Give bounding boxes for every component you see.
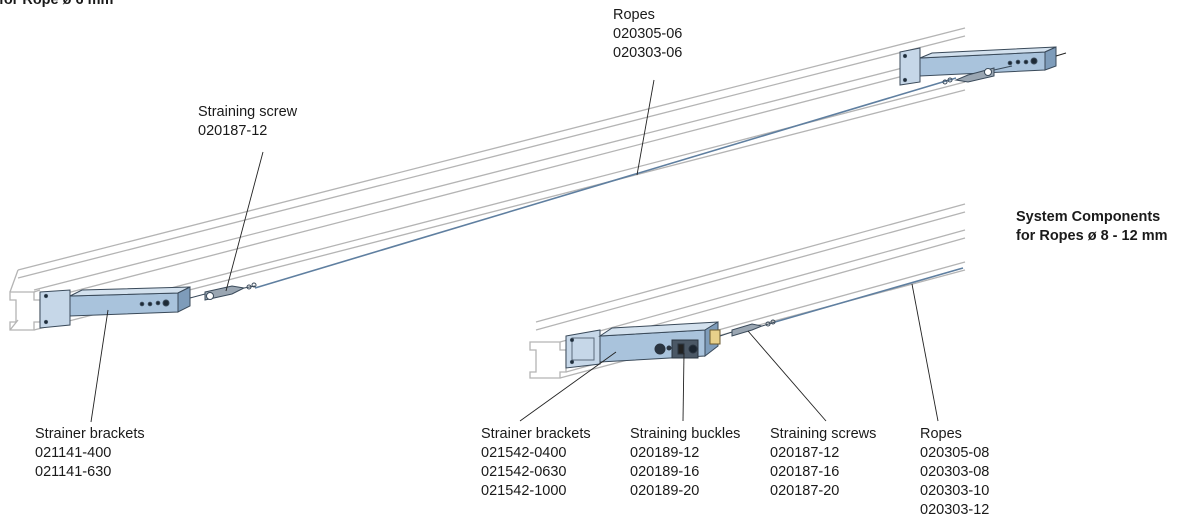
leader-straining-buckles: [682, 352, 685, 422]
part-number: 020303-12: [920, 502, 990, 518]
straining-screw-top-right: [942, 65, 1013, 85]
part-number: 020187-20: [770, 483, 840, 499]
heading-ropes-8-12mm: for Ropes ø 8 - 12 mm: [1016, 228, 1168, 244]
heading-rope-6mm: for Rope ø 6 mm: [0, 0, 114, 8]
part-number: 021141-400: [35, 445, 112, 461]
strainer-bracket-left: [39, 286, 191, 329]
upper-i-beam: [9, 27, 966, 331]
part-number: 020189-20: [630, 483, 700, 499]
straining-buckle-lower: [654, 329, 721, 359]
label-ropes-bottom: Ropes 020305-08 020303-08 020303-10 0203…: [920, 425, 989, 520]
lower-rope: [774, 267, 964, 323]
leader-lines: [90, 79, 939, 423]
part-number: 020305-06: [613, 26, 683, 42]
leader-straining-screw-top: [225, 151, 264, 292]
label-title: Straining buckles: [630, 426, 741, 442]
label-straining-screw-top: Straining screw 020187-12: [198, 103, 297, 141]
label-title: Straining screw: [198, 104, 298, 120]
label-title: Ropes: [613, 7, 655, 23]
part-number: 020187-12: [198, 123, 268, 139]
heading-system-components: System Components: [1016, 209, 1161, 225]
part-number: 020187-12: [770, 445, 840, 461]
part-number: 020189-16: [630, 464, 700, 480]
part-number: 021141-630: [35, 464, 112, 480]
part-number: 020187-16: [770, 464, 840, 480]
leader-strainer-brackets-mid: [519, 351, 617, 422]
leader-straining-screws: [747, 330, 827, 422]
label-title: Straining screws: [770, 426, 877, 442]
label-ropes-top: Ropes 020305-06 020303-06: [613, 6, 682, 63]
upper-rope: [254, 77, 957, 289]
label-strainer-brackets-left: Strainer brackets 021141-400 021141-630: [35, 425, 145, 482]
straining-screw-lower: [719, 319, 776, 337]
part-number: 020303-08: [920, 464, 990, 480]
leader-ropes-bottom: [911, 283, 939, 422]
strainer-bracket-top-right: [899, 46, 1067, 86]
leader-strainer-brackets-left: [90, 309, 109, 423]
part-number: 020303-10: [920, 483, 990, 499]
label-straining-buckles: Straining buckles 020189-12 020189-16 02…: [630, 425, 740, 501]
part-number: 021542-0400: [481, 445, 567, 461]
label-straining-screws: Straining screws 020187-12 020187-16 020…: [770, 425, 876, 501]
part-number: 021542-1000: [481, 483, 567, 499]
part-number: 020189-12: [630, 445, 700, 461]
label-title: Strainer brackets: [481, 426, 591, 442]
part-number: 020303-06: [613, 45, 683, 61]
part-number: 020305-08: [920, 445, 990, 461]
straining-screw-left: [189, 282, 257, 301]
leader-ropes-top: [636, 79, 655, 176]
label-title: Ropes: [920, 426, 962, 442]
part-number: 021542-0630: [481, 464, 567, 480]
label-title: Strainer brackets: [35, 426, 145, 442]
label-strainer-brackets-mid: Strainer brackets 021542-0400 021542-063…: [481, 425, 591, 501]
